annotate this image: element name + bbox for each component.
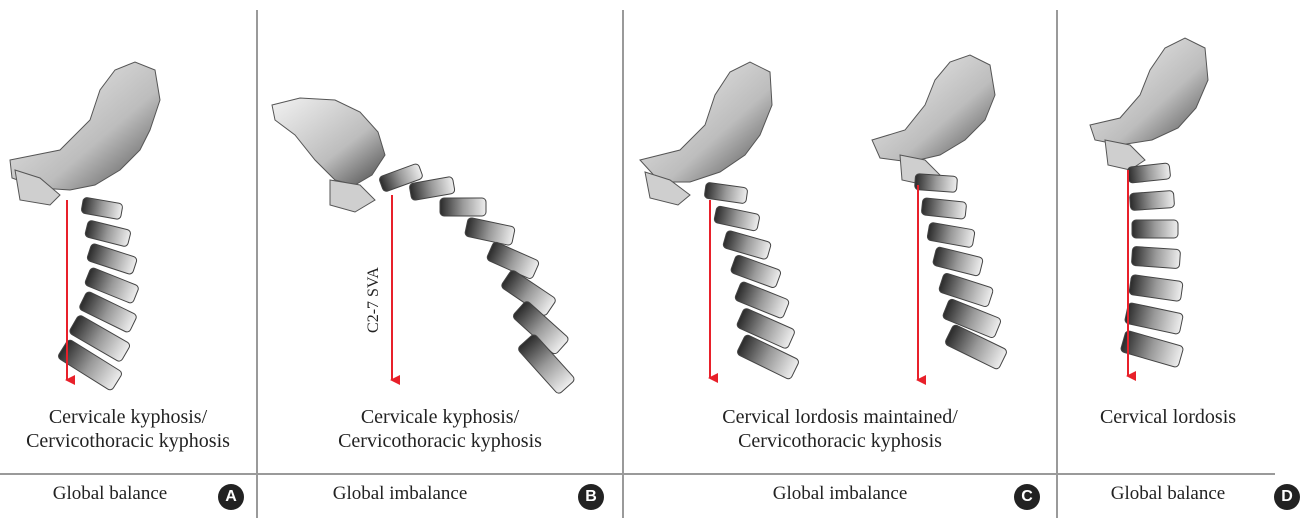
panel-b-skull [272, 98, 385, 185]
panel-c-badge: C [1014, 484, 1040, 510]
panel-d-caption-line1: Cervical lordosis [1058, 405, 1278, 429]
panel-a-skull [10, 62, 160, 190]
panel-b-caption-line2: Cervicothoracic kyphosis [258, 429, 622, 453]
panel-b-badge: B [578, 484, 604, 510]
panel-b-spine-illustration: C2-7 SVA [272, 98, 576, 395]
panel-a-caption-line2: Cervicothoracic kyphosis [0, 429, 256, 453]
panel-c-right-vertebrae [914, 174, 1007, 370]
panel-c-caption: Cervical lordosis maintained/ Cervicotho… [624, 405, 1056, 453]
panel-a-caption: Cervicale kyphosis/ Cervicothoracic kyph… [0, 405, 256, 453]
panel-a-vertebrae [57, 197, 139, 391]
panel-b-line-label: C2-7 SVA [365, 267, 382, 333]
panel-a-badge: A [218, 484, 244, 510]
panel-a-caption-line1: Cervicale kyphosis/ [0, 405, 256, 429]
panel-c-balance-label: Global imbalance [740, 482, 940, 506]
panel-d-caption: Cervical lordosis [1058, 405, 1278, 429]
panel-c-caption-line2: Cervicothoracic kyphosis [624, 429, 1056, 453]
panel-c-left-spine-illustration [640, 62, 800, 380]
panel-c-left-skull [640, 62, 772, 182]
panel-c-caption-line1: Cervical lordosis maintained/ [624, 405, 1056, 429]
panel-divider-cd [1056, 10, 1058, 518]
panel-b-caption-line1: Cervicale kyphosis/ [258, 405, 622, 429]
panel-b-caption: Cervicale kyphosis/ Cervicothoracic kyph… [258, 405, 622, 453]
panel-d-vertebrae [1120, 163, 1184, 368]
panel-c-right-spine-illustration [872, 55, 1008, 380]
panel-d-badge: D [1274, 484, 1300, 510]
caption-separator-line [0, 473, 1275, 475]
panel-d-jaw [1105, 140, 1145, 170]
panel-a-spine-illustration [10, 62, 160, 391]
panel-b-balance-label: Global imbalance [300, 482, 500, 506]
panel-c-right-skull [872, 55, 995, 162]
panel-d-skull [1090, 38, 1208, 145]
panel-c-left-vertebrae [704, 182, 800, 380]
panel-d-balance-label: Global balance [1068, 482, 1268, 506]
panel-b-vertebrae [378, 163, 575, 395]
panel-b-jaw [330, 180, 375, 212]
panel-d-spine-illustration [1090, 38, 1208, 376]
panel-a-balance-label: Global balance [10, 482, 210, 506]
